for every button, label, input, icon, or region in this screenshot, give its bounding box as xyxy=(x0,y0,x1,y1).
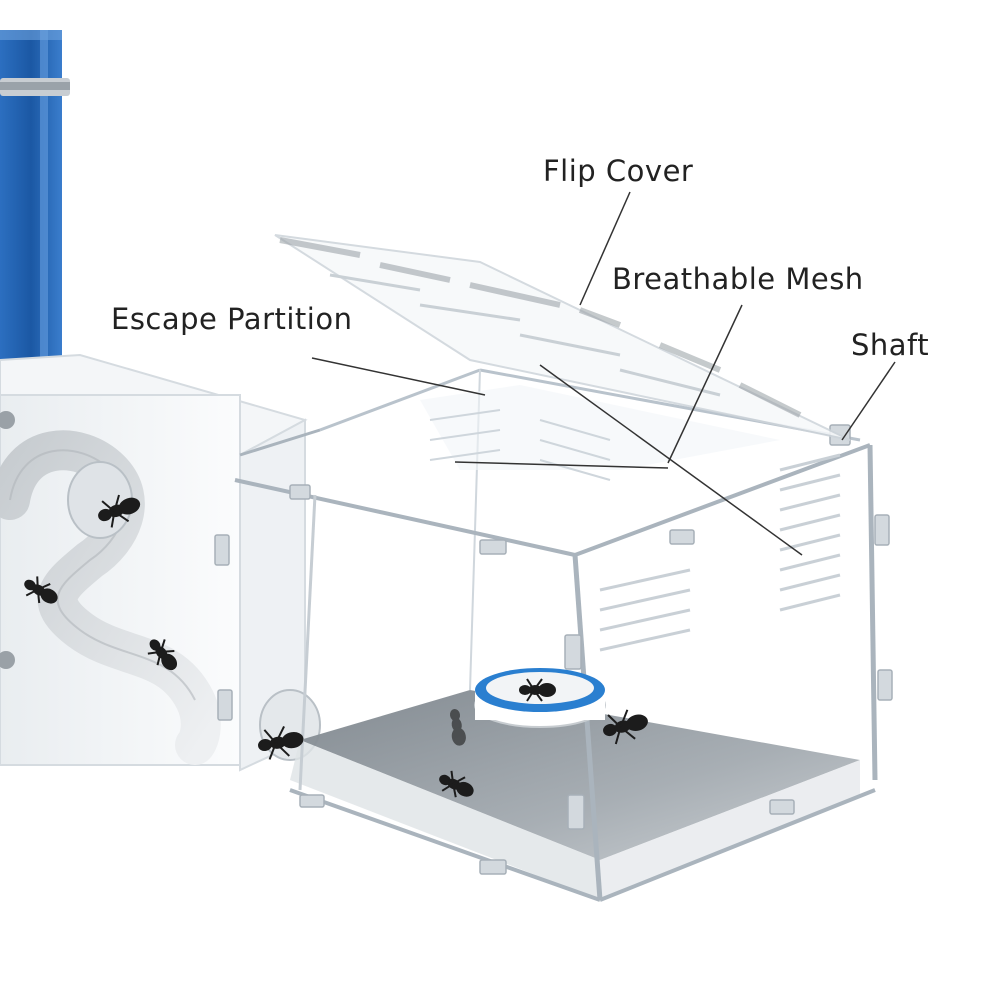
hinge-icon xyxy=(669,529,695,545)
hinge-icon xyxy=(567,794,585,830)
acrylic-enclosure xyxy=(214,368,893,902)
leader-mesh-diagonal xyxy=(539,364,803,556)
screw-icon xyxy=(0,411,15,429)
ant-icon xyxy=(439,770,474,798)
escape-partition-label: Escape Partition xyxy=(111,302,353,336)
ant-icon xyxy=(258,725,304,760)
screw-icon xyxy=(0,651,15,669)
shaft-label: Shaft xyxy=(851,328,930,362)
feeder-dish-icon xyxy=(474,668,606,728)
hinge-icon xyxy=(564,634,582,670)
breathable-mesh-label: Breathable Mesh xyxy=(612,262,864,296)
hinge-icon xyxy=(769,799,795,815)
leader-breathable-mesh xyxy=(667,304,743,464)
ant-icon xyxy=(449,709,466,746)
hinge-icon xyxy=(479,859,507,875)
leader-flip-cover xyxy=(579,191,631,306)
leader-mesh-horizontal xyxy=(454,461,669,469)
flip-cover xyxy=(274,234,851,441)
hinge-icon xyxy=(479,539,507,555)
ant-icon xyxy=(603,709,648,745)
hinge-icon xyxy=(289,484,311,500)
hinge-icon xyxy=(877,669,893,701)
leader-shaft xyxy=(841,361,896,441)
leader-escape-partition xyxy=(311,357,486,396)
ant-icon xyxy=(519,678,556,702)
ant-icon xyxy=(24,576,58,604)
hinge-icon xyxy=(299,794,325,808)
white-nest-module xyxy=(0,353,321,772)
flip-cover-label: Flip Cover xyxy=(543,154,694,188)
ant-icon xyxy=(147,639,178,671)
hinge-icon xyxy=(217,689,233,721)
ant-icon xyxy=(98,494,141,528)
blue-tower xyxy=(0,30,70,370)
hinge-icon xyxy=(874,514,890,546)
leader-lines xyxy=(311,191,896,556)
hinge-icon xyxy=(214,534,230,566)
